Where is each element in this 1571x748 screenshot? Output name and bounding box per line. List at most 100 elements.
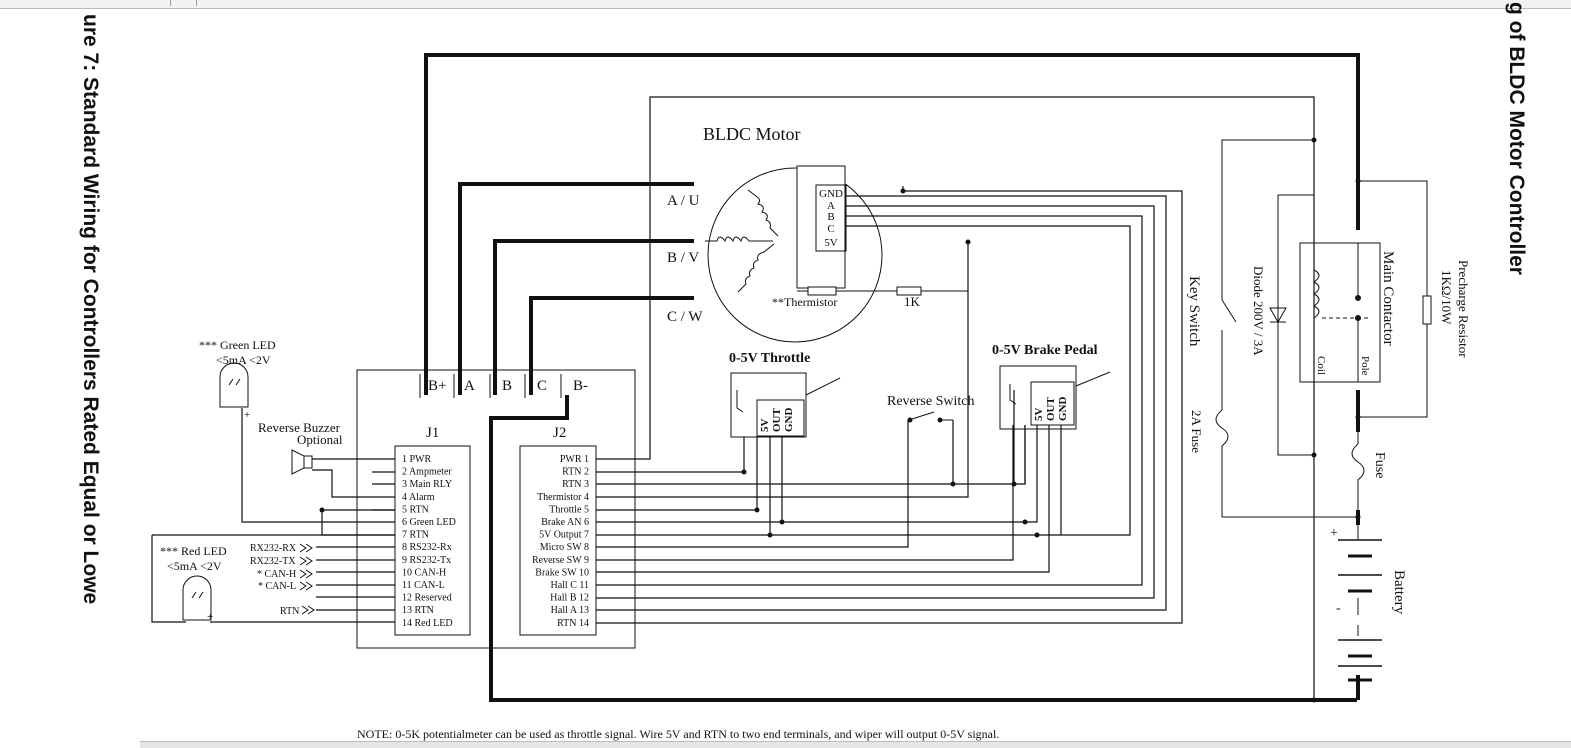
phase-b-label: B / V [667, 250, 699, 266]
red-led-line1: *** Red LED [160, 544, 227, 558]
battery-symbol [1338, 525, 1382, 682]
ext-rx: RX232-RX [250, 543, 297, 554]
hall-pin-label: GND [819, 188, 843, 200]
j1-pin-label: 1 PWR [402, 454, 432, 465]
green-led-plus: + [244, 409, 250, 421]
terminal-a: A [464, 378, 475, 394]
red-led-plus: + [207, 611, 213, 623]
window-tab-small[interactable] [176, 0, 197, 6]
j1-pin-label: 14 Red LED [402, 618, 453, 629]
ext-canh: * CAN-H [257, 569, 296, 580]
horizontal-scrollbar[interactable] [140, 741, 1571, 748]
j2-pin-label: Hall A 13 [551, 605, 589, 616]
motor-title: BLDC Motor [703, 124, 801, 144]
right-side-title: g of BLDC Motor Controller [1505, 2, 1528, 275]
red-led: *** Red LED <5mA <2V + [160, 544, 227, 623]
green-led: *** Green LED <5mA <2V + [199, 338, 276, 421]
throttle-pin-label: OUT [771, 408, 783, 433]
brake-pin-label: 5V [1033, 408, 1045, 422]
contactor-pole: Pole [1359, 356, 1371, 376]
green-led-line2: <5mA <2V [216, 353, 271, 367]
j1-pin-label: 13 RTN [402, 605, 434, 616]
green-led-line1: *** Green LED [199, 338, 276, 352]
buzzer-line1: Reverse Buzzer [258, 420, 341, 435]
j2-pin-label: Brake AN 6 [541, 517, 589, 528]
j1-pin-label: 9 RS232-Tx [402, 555, 451, 566]
terminal-bplus: B+ [428, 378, 446, 394]
j1-pin-label: 8 RS232-Rx [402, 542, 452, 553]
j2-pin-label: RTN 14 [557, 618, 589, 629]
brake-pin-label: GND [1057, 397, 1069, 422]
hall-pin-label: B [827, 211, 834, 223]
j2-pin-label: RTN 3 [562, 479, 589, 490]
ext-canl: * CAN-L [258, 581, 296, 592]
precharge-line1: Precharge Resistor [1456, 260, 1471, 358]
precharge-line2: 1KΩ/10W [1439, 270, 1454, 325]
thermistor-label: **Thermistor [772, 295, 837, 309]
j1-pin-label: 12 Reserved [402, 593, 452, 604]
reverse-switch: Reverse Switch [887, 394, 974, 423]
j2-pin-label: Hall B 12 [550, 593, 589, 604]
resistor-symbol [896, 286, 922, 296]
winding-b [705, 236, 773, 243]
j2-pin-label: RTN 2 [562, 467, 589, 478]
throttle-pin-label: 5V [759, 419, 771, 433]
contactor-coil: Coil [1315, 356, 1327, 375]
thermistor-symbol [807, 286, 837, 296]
contactor-title: Main Contactor [1380, 251, 1396, 346]
window-tab[interactable] [0, 0, 171, 6]
j1-pin-label: 7 RTN [402, 530, 429, 541]
controller-power-block: B+ A B C B- [356, 369, 636, 649]
j2-pin-label: PWR 1 [560, 454, 589, 465]
main-contactor [1299, 180, 1432, 418]
j1-pin-label: 4 Alarm [402, 492, 435, 503]
reverse-switch-label: Reverse Switch [887, 394, 974, 409]
j1-pin-label: 2 Ampmeter [402, 467, 452, 478]
j2-pin-label: Hall C 11 [550, 580, 589, 591]
red-led-line2: <5mA <2V [167, 559, 222, 573]
phase-c-label: C / W [667, 309, 703, 325]
terminal-bminus: B- [573, 378, 588, 394]
battery-plus: + [1330, 526, 1338, 541]
j1-pin-label: 11 CAN-L [402, 580, 445, 591]
terminal-b: B [502, 378, 512, 394]
j2-pin-label: Throttle 5 [549, 504, 589, 515]
brake-pin-label: OUT [1045, 397, 1057, 422]
fuse-label: Fuse [1372, 452, 1387, 478]
hall-pin-label: 5V [824, 237, 838, 249]
j2-pin-label: Thermistor 4 [537, 492, 589, 503]
signal-wires [151, 96, 1315, 700]
hall-pin-label: A [827, 200, 835, 212]
main-fuse [1351, 432, 1365, 510]
j1-title: J1 [426, 425, 439, 441]
terminal-c: C [537, 378, 547, 394]
note-text: NOTE: 0-5K potentialmeter can be used as… [357, 727, 999, 741]
brake-title: 0-5V Brake Pedal [992, 343, 1098, 358]
winding-c [737, 243, 775, 293]
fuse-2a-label: 2A Fuse [1189, 410, 1204, 453]
throttle-pin-label: GND [783, 408, 795, 433]
battery-label: Battery [1391, 570, 1407, 615]
j1-pin-label: 10 CAN-H [402, 567, 446, 578]
ext-tx: RX232-TX [250, 556, 296, 567]
ext-rtn: RTN [280, 606, 299, 617]
j1-pin-label: 6 Green LED [402, 517, 456, 528]
external-signals: RX232-RX RX232-TX * CAN-H * CAN-L RTN [250, 543, 315, 617]
diode-label: Diode 200V / 3A [1251, 266, 1266, 356]
battery-minus: - [1336, 601, 1341, 616]
left-side-title: ure 7: Standard Wiring for Controllers R… [79, 14, 102, 604]
hall-pin-label: C [827, 223, 834, 235]
resistor-label: 1K [904, 294, 921, 309]
window-top-strip [0, 0, 1571, 9]
j2-pin-label: 5V Output 7 [539, 530, 589, 541]
key-switch-circuit [1215, 139, 1358, 518]
j2-title: J2 [553, 425, 566, 441]
j1-pin-label: 3 Main RLY [402, 479, 452, 490]
buzzer-line2: Optional [297, 432, 343, 447]
power-wires [424, 53, 1360, 702]
